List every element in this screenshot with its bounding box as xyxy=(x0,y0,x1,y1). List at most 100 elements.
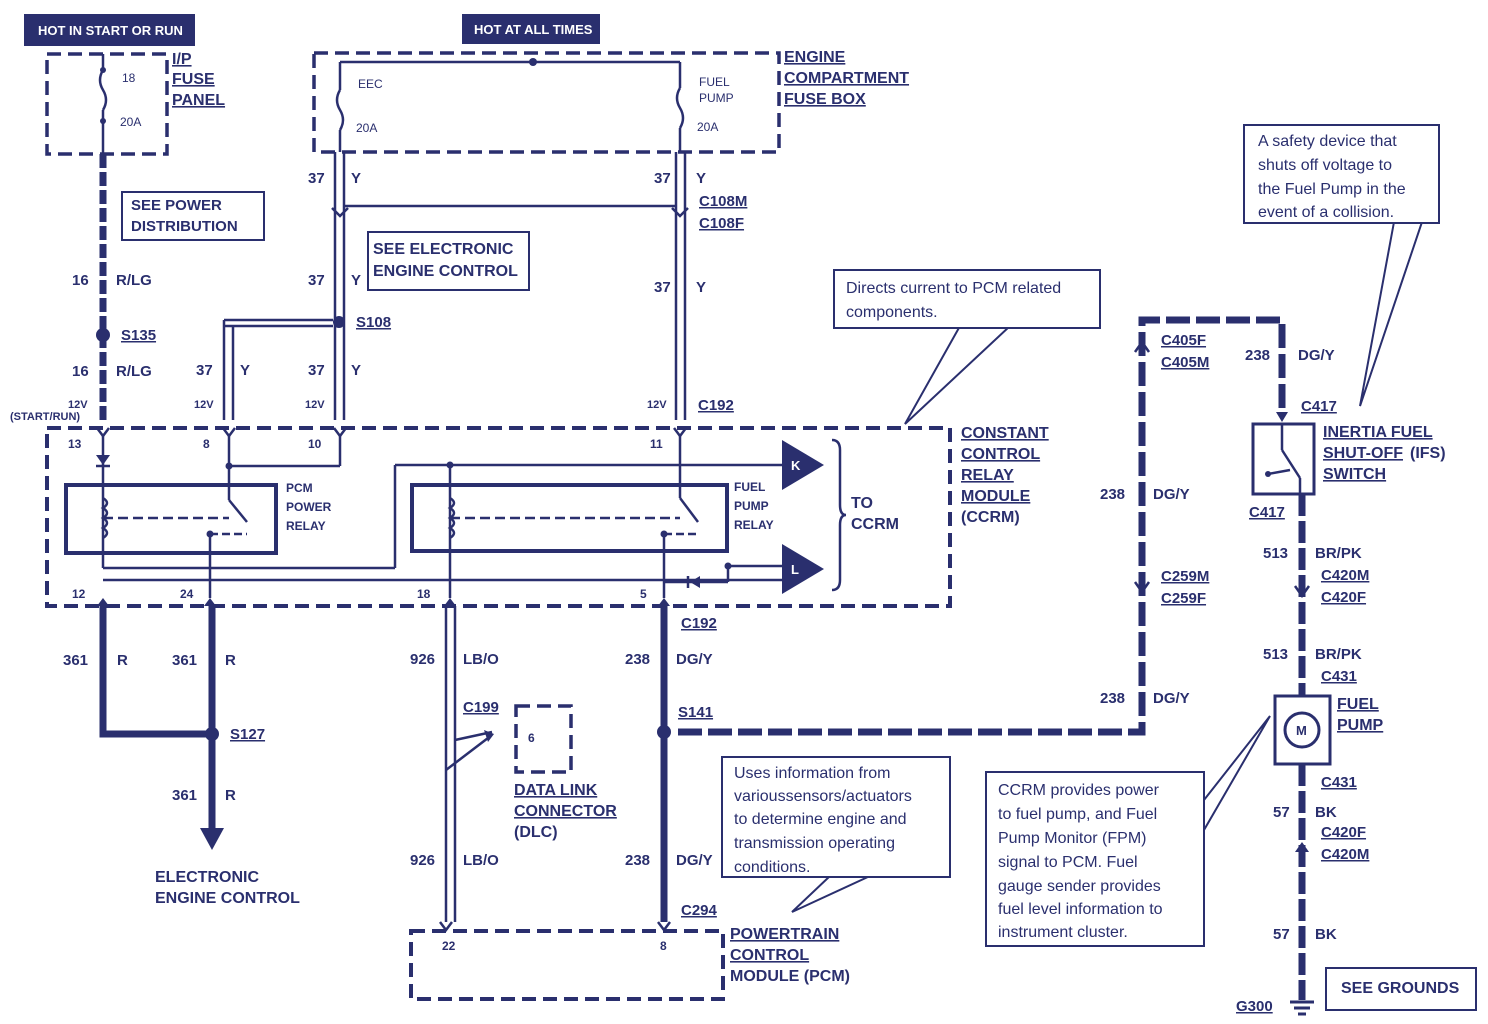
ccrm-info-callout-4: signal to PCM. Fuel xyxy=(998,854,1138,871)
wire-bk-label-1: BK xyxy=(1315,804,1337,821)
pcm-label-3: MODULE (PCM) xyxy=(730,968,850,985)
dlc-pin: 6 xyxy=(528,731,535,745)
wire-238-label-1: 238 xyxy=(625,651,650,668)
header-hot-all-times-text: HOT AT ALL TIMES xyxy=(474,22,593,37)
wire-37-label-6: 37 xyxy=(654,279,671,296)
splice-s108: S108 xyxy=(356,314,391,331)
inertia-callout-pointer xyxy=(1359,221,1424,407)
see-power-distribution-box[interactable] xyxy=(121,191,265,241)
pcm-info-callout-4: transmission operating xyxy=(734,835,895,852)
inertia-label-1: INERTIA FUEL xyxy=(1323,424,1433,441)
diode-pin13 xyxy=(96,455,110,465)
wire-238-label-5: 238 xyxy=(1100,690,1125,707)
eec-fuse-amp: 20A xyxy=(356,121,377,135)
ip-fuse-number: 18 xyxy=(122,71,136,85)
wire-dgy-label-1: DG/Y xyxy=(676,651,713,668)
fuel-pump-fuse-symbol xyxy=(675,87,685,129)
start-run-label: (START/RUN) xyxy=(10,411,80,423)
inertia-label-3: (IFS) xyxy=(1410,445,1446,462)
pcm-relay-label-2: POWER xyxy=(286,500,332,514)
pcm-label-2: CONTROL xyxy=(730,947,809,964)
engine-fuse-box xyxy=(312,51,781,154)
wire-361-r-left xyxy=(99,606,212,738)
pcm-info-callout-1: Uses information from xyxy=(734,765,891,782)
v12-label-3: 12V xyxy=(305,399,325,411)
inertia-switch-box xyxy=(1251,422,1316,496)
eec-fuse-label: EEC xyxy=(358,77,383,91)
dlc-box xyxy=(514,704,573,774)
see-eec-2: ENGINE CONTROL xyxy=(373,263,518,280)
wire-dgy-label-2: DG/Y xyxy=(676,852,713,869)
inertia-callout xyxy=(1243,124,1440,224)
fp-relay-contact xyxy=(679,497,699,523)
c199-connector xyxy=(484,730,494,742)
wire-238-dgy xyxy=(678,316,1286,736)
see-grounds-box[interactable] xyxy=(1325,967,1477,1011)
splice-s108-dot xyxy=(333,316,345,328)
ip-fuse-panel-label-2: FUSE xyxy=(172,71,215,88)
wire-dgy-label-4: DG/Y xyxy=(1153,486,1190,503)
ccrm-pin-18: 18 xyxy=(417,587,431,601)
fuel-pump-motor-label: M xyxy=(1296,723,1307,738)
fp-relay-label-1: FUEL xyxy=(734,480,765,494)
connector-c108-eec xyxy=(331,207,349,218)
wire-37-label-5: 37 xyxy=(654,170,671,187)
connector-c417-bottom: C417 xyxy=(1249,504,1285,521)
wire-361-label-1: 361 xyxy=(63,652,88,669)
ccrm-info-callout-7: instrument cluster. xyxy=(998,924,1128,941)
ground-g300: G300 xyxy=(1236,998,1273,1015)
ccrm-info-callout-6: fuel level information to xyxy=(998,901,1163,918)
splice-s127-dot xyxy=(205,727,219,741)
v12-label-1: 12V xyxy=(68,399,88,411)
see-power-distribution-2: DISTRIBUTION xyxy=(131,218,238,235)
engine-fuse-box-label-1: ENGINE xyxy=(784,49,846,66)
eec-dest-1: ELECTRONIC xyxy=(155,869,259,886)
inertia-callout-2: shuts off voltage to xyxy=(1258,157,1392,174)
inertia-callout-1: A safety device that xyxy=(1258,133,1397,150)
ccrm-label-2: CONTROL xyxy=(961,446,1040,463)
engine-fuse-box-label-3: FUSE BOX xyxy=(784,91,866,108)
see-eec-box[interactable] xyxy=(367,231,530,291)
splice-s141: S141 xyxy=(678,704,713,721)
connector-c192-top: C192 xyxy=(698,397,734,414)
wire-37-label-1: 37 xyxy=(308,170,325,187)
wire-y-label-5: Y xyxy=(696,170,706,187)
dlc-label-2: CONNECTOR xyxy=(514,803,617,820)
pcm-current-callout-2: components. xyxy=(846,304,938,321)
connector-c420m-bottom: C420M xyxy=(1321,846,1369,863)
ccrm-label-3: RELAY xyxy=(961,467,1014,484)
pcm-info-callout-2: varioussensors/actuators xyxy=(734,788,912,805)
connector-c420m-top: C420M xyxy=(1321,567,1369,584)
splice-s135-dot xyxy=(96,328,110,342)
header-hot-start-run xyxy=(24,14,195,46)
ccrm-info-callout-pointer xyxy=(1203,715,1271,834)
dlc-abbr: (DLC) xyxy=(514,824,558,841)
connector-c108f: C108F xyxy=(699,215,744,232)
l-connector-label: L xyxy=(791,562,799,577)
connector-c108m: C108M xyxy=(699,193,747,210)
wire-361-label-3: 361 xyxy=(172,787,197,804)
pcm-current-callout-pointer xyxy=(904,325,1013,425)
wire-y-label-1: Y xyxy=(351,170,361,187)
eec-arrow xyxy=(200,828,224,850)
wire-238-label-4: 238 xyxy=(1100,486,1125,503)
see-power-distribution-1: SEE POWER xyxy=(131,197,222,214)
wire-57-label-1: 57 xyxy=(1273,804,1290,821)
pcm-box xyxy=(409,929,725,1001)
connector-c405m: C405M xyxy=(1161,354,1209,371)
dlc-label-1: DATA LINK xyxy=(514,782,598,799)
connector-c405f: C405F xyxy=(1161,332,1206,349)
pcm-info-callout-3: to determine engine and xyxy=(734,811,907,828)
l-connector-arrow xyxy=(782,544,824,594)
to-ccrm-brace xyxy=(831,438,847,592)
connector-c259f: C259F xyxy=(1161,590,1206,607)
wire-brpk-label-1: BR/PK xyxy=(1315,545,1362,562)
ccrm-abbr: (CCRM) xyxy=(961,509,1020,526)
splice-s127: S127 xyxy=(230,726,265,743)
fp-relay-label-3: RELAY xyxy=(734,518,774,532)
connector-c199: C199 xyxy=(463,699,499,716)
pcm-pin-22: 22 xyxy=(442,939,456,953)
splice-s141-dot xyxy=(657,725,671,739)
wire-926-label-2: 926 xyxy=(410,852,435,869)
ccrm-label-4: MODULE xyxy=(961,488,1031,505)
